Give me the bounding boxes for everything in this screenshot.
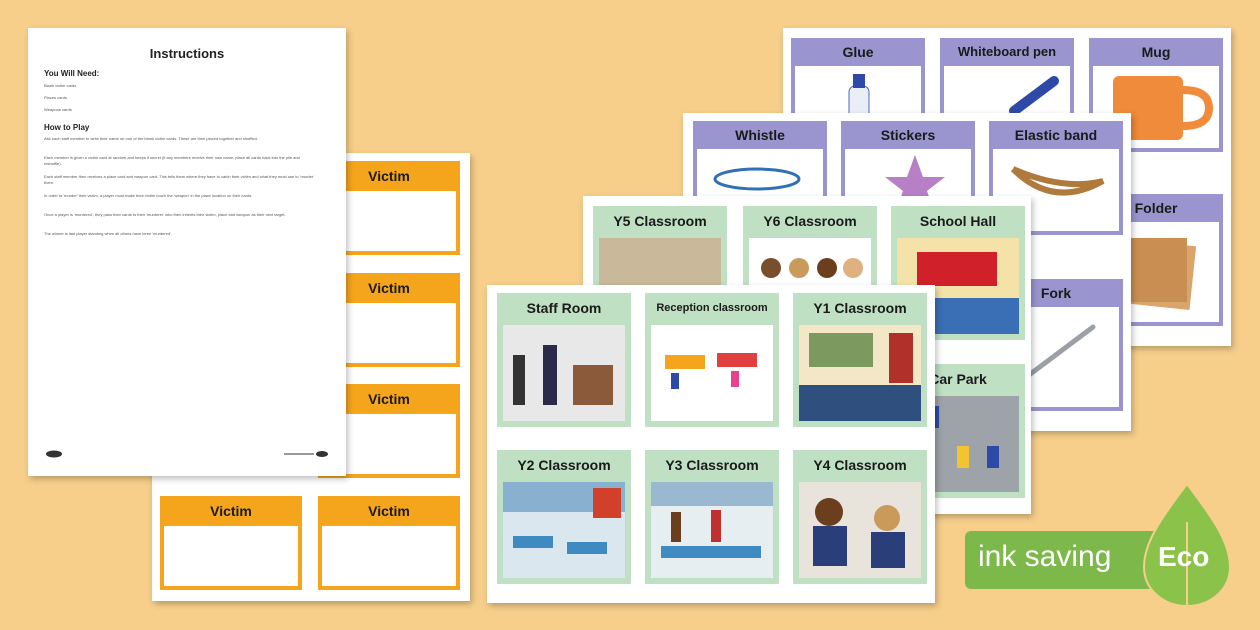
tables-icon <box>665 353 757 389</box>
victim-card: Victim <box>318 496 460 590</box>
play-step: Each staff member then receives a place … <box>44 174 314 185</box>
victim-card-blank <box>322 526 456 586</box>
weapon-card-title: Folder <box>1134 200 1178 216</box>
eco-label: Eco <box>1158 541 1210 572</box>
staff-room-icon <box>503 325 625 421</box>
ink-saving-label: ink saving <box>978 540 1112 573</box>
play-step: The winner is last player standing when … <box>44 231 173 236</box>
weapon-card-title: Whiteboard pen <box>957 44 1057 59</box>
victim-card-title: Victim <box>368 168 410 184</box>
place-sheet-front: Staff Room Reception classroom Y1 Classr… <box>487 285 935 603</box>
weapon-card-title: Elastic band <box>1014 127 1098 143</box>
place-card-y1-classroom: Y1 Classroom <box>793 293 927 427</box>
classroom-icon <box>651 482 773 578</box>
instructions-sheet: Instructions You Will Need: Blank victim… <box>28 28 346 476</box>
victim-card-title: Victim <box>368 503 410 519</box>
place-card-title: Y1 Classroom <box>813 300 907 316</box>
weapon-card-folder: Folder <box>1089 194 1223 326</box>
place-card-title: Y3 Classroom <box>665 457 759 473</box>
instructions-title: Instructions <box>149 46 225 61</box>
elastic-band-icon <box>1010 166 1105 196</box>
place-card-title: Staff Room <box>526 300 602 316</box>
weapon-card-title: Whistle <box>735 127 785 143</box>
play-step: In order to 'murder' their victim, a pla… <box>44 193 253 198</box>
victim-card: Victim <box>160 496 302 590</box>
place-card-image <box>799 325 921 421</box>
need-item: Weapons cards <box>44 107 72 112</box>
place-card-y2-classroom: Y2 Classroom <box>497 450 631 584</box>
victim-card-title: Victim <box>368 391 410 407</box>
play-step: Once a player is 'murdered', they pass t… <box>44 212 286 217</box>
need-item: Blank victim cards <box>44 83 77 88</box>
place-card-title: Y2 Classroom <box>517 457 611 473</box>
children-icon <box>761 258 863 278</box>
classroom-icon <box>503 482 625 578</box>
place-card-reception-classroom: Reception classroom <box>645 293 779 427</box>
need-heading: You Will Need: <box>44 69 100 78</box>
place-card-y3-classroom: Y3 Classroom <box>645 450 779 584</box>
need-item: Places cards <box>44 95 67 100</box>
weapon-card-title: Stickers <box>880 127 936 143</box>
place-card-y4-classroom: Y4 Classroom <box>793 450 927 584</box>
pen-icon <box>1009 76 1059 116</box>
place-card-staff-room: Staff Room <box>497 293 631 427</box>
place-card-title: Reception classroom <box>656 302 768 314</box>
classroom-icon <box>799 325 921 421</box>
place-card-title: Car Park <box>929 371 987 387</box>
weapon-card-image <box>1093 66 1219 148</box>
whistle-icon <box>713 167 801 191</box>
place-card-image <box>651 482 773 578</box>
place-card-image <box>503 482 625 578</box>
place-card-title: Y6 Classroom <box>763 213 857 229</box>
play-step: Each member is given a victim card at ra… <box>44 155 300 166</box>
victim-card-blank <box>164 526 298 586</box>
play-heading: How to Play <box>44 123 90 132</box>
place-card-title: Y4 Classroom <box>813 457 907 473</box>
weapon-card-title: Fork <box>1040 285 1072 301</box>
weapon-card-title: Glue <box>842 44 874 60</box>
footer-logo-icon <box>46 450 328 458</box>
play-step: Ask each staff member to write their nam… <box>44 136 258 141</box>
place-card-image <box>503 325 625 421</box>
leaf-icon <box>1142 482 1232 616</box>
victim-card-title: Victim <box>368 280 410 296</box>
star-sticker-icon <box>885 155 945 213</box>
victim-card-title: Victim <box>210 503 252 519</box>
place-card-image <box>799 482 921 578</box>
place-card-title: School Hall <box>919 213 997 229</box>
weapon-card-title: Mug <box>1141 44 1171 60</box>
place-card-title: Y5 Classroom <box>613 213 707 229</box>
pupils-icon <box>799 482 921 578</box>
place-card-image <box>651 325 773 421</box>
